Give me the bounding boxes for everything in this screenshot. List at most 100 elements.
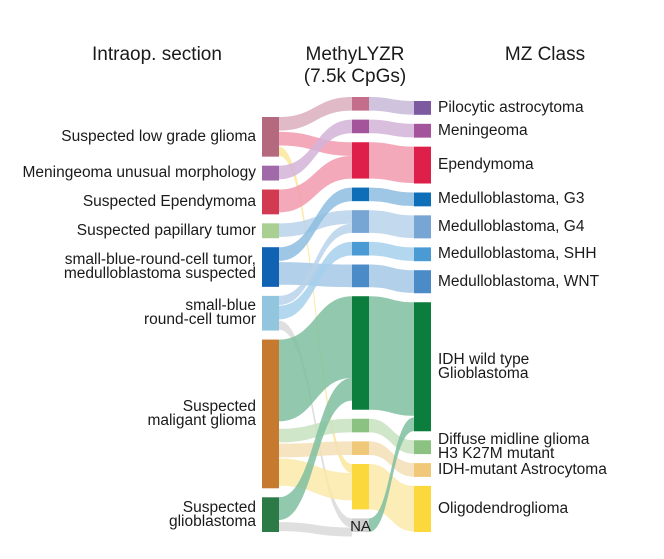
middle-node-dmg: [352, 418, 369, 433]
right-node-idhmut: [414, 463, 431, 477]
middle-node-label-na: NA: [350, 518, 371, 535]
right-node-label: Ependymoma: [438, 156, 534, 174]
label-line: Suspected low grade glioma: [61, 127, 256, 145]
label-line: Ependymoma: [438, 156, 534, 174]
flow-gbm-to-na: [279, 522, 352, 537]
right-node-shh: [414, 247, 431, 262]
middle-axis-title-line1: MethyLYZR: [305, 44, 405, 65]
right-node-dmg: [414, 440, 431, 455]
label-line: maligant glioma: [147, 411, 256, 429]
right-node-label: Meningeoma: [438, 121, 528, 139]
label-line: Medulloblastoma, SHH: [438, 245, 597, 263]
flow-odg-to-odg-class: [369, 463, 414, 532]
flow-lgg-to-odg: [279, 146, 352, 474]
label-line: Suspected: [182, 498, 256, 516]
flow-g4-to-g4-class: [369, 210, 414, 239]
label-line: Suspected: [182, 397, 256, 415]
flow-gbm-to-idhwt: [279, 377, 352, 520]
flow-na-to-idhwt-class: [369, 417, 414, 532]
left-node-pap: [262, 223, 279, 239]
flow-mal-to-idhwt: [279, 296, 352, 422]
middle-axis-title: MethyLYZR (7.5k CpGs): [280, 44, 430, 88]
middle-node-idhmut: [352, 441, 369, 455]
left-node-srb: [262, 295, 279, 331]
middle-node-ep: [352, 142, 369, 179]
left-node-label: Meningeoma unusual morphology: [22, 164, 256, 182]
label-line: IDH-mutant Astrocytoma: [438, 461, 607, 478]
left-node-lgg: [262, 117, 279, 157]
label-line: Medulloblastoma, G4: [438, 217, 585, 235]
label-line: IDH wild type: [438, 350, 530, 368]
flow-epe-to-ep: [279, 155, 352, 213]
left-node-srb_mb: [262, 247, 279, 287]
right-node-g3: [414, 192, 431, 207]
middle-node-odg: [352, 463, 369, 510]
label-line: Suspected papillary tumor: [76, 221, 256, 239]
flow-idhwt-to-idhwt-class: [369, 296, 414, 416]
left-node-label: Suspected Ependymoma: [82, 192, 256, 210]
flow-srb-to-shh: [279, 241, 352, 320]
label-line: glioblastoma: [168, 512, 256, 530]
label-line: Medulloblastoma, WNT: [438, 272, 600, 290]
right-node-label: Pilocytic astrocytoma: [438, 98, 584, 116]
middle-node-wnt: [352, 264, 369, 288]
label-line: Meningeoma: [438, 121, 528, 139]
right-node-ep: [414, 146, 431, 184]
left-node-mal: [262, 339, 279, 489]
flow-men-to-me: [279, 119, 352, 180]
left-node-label: small-blue-round-cell tumor,medulloblast…: [63, 251, 256, 283]
middle-node-g3: [352, 187, 369, 202]
label-line: Oligodendroglioma: [438, 499, 569, 517]
left-node-label: Suspected papillary tumor: [76, 221, 256, 239]
middle-node-shh: [352, 241, 369, 256]
label-line: Diffuse midline glioma: [438, 431, 590, 449]
middle-node-g4: [352, 210, 369, 233]
flow-lgg-to-pa: [279, 97, 352, 131]
right-node-g4: [414, 215, 431, 239]
right-node-wnt: [414, 270, 431, 294]
flow-pa-to-pa-class: [369, 97, 414, 115]
label-line: H3 K27M mutant: [438, 445, 555, 463]
middle-node-pa: [352, 97, 369, 111]
middle-axis-title-line2: (7.5k CpGs): [303, 66, 407, 87]
right-node-label: Medulloblastoma, G4: [438, 217, 585, 235]
flow-g3-to-g3-class: [369, 187, 414, 207]
flow-dmg-to-dmg-class: [369, 418, 414, 454]
left-node-men: [262, 165, 279, 181]
left-node-gbm: [262, 497, 279, 532]
label-line: medulloblastoma suspected: [63, 265, 256, 283]
left-axis-title: Intraop. section: [92, 44, 222, 65]
left-node-label: Suspected low grade glioma: [61, 127, 256, 145]
flows: [279, 97, 414, 537]
right-node-odg: [414, 485, 431, 532]
flow-ep-to-ep-class: [369, 142, 414, 183]
label-line: Meningeoma unusual morphology: [22, 164, 256, 182]
right-node-me: [414, 123, 431, 138]
middle-node-na: [352, 518, 369, 532]
flow-idhmut-to-idhmut-class: [369, 441, 414, 477]
flow-srb-to-g4: [279, 223, 352, 305]
middle-node-idhwt: [352, 296, 369, 410]
right-node-label: Medulloblastoma, WNT: [438, 272, 600, 290]
label-line: small-blue-round-cell tumor,: [64, 251, 256, 269]
label-line: Glioblastoma: [438, 364, 529, 382]
right-axis-title: MZ Class: [504, 44, 586, 65]
right-node-label: IDH-mutant Astrocytoma: [438, 461, 607, 478]
right-node-label: Oligodendroglioma: [438, 499, 569, 517]
right-node-pa: [414, 101, 431, 115]
nodes: NA: [262, 97, 431, 535]
label-line: round-cell tumor: [144, 311, 256, 329]
flow-wnt-to-wnt-class: [369, 264, 414, 293]
left-node-epe: [262, 189, 279, 215]
label-line: Suspected Ependymoma: [82, 192, 256, 210]
right-node-idhwt: [414, 302, 431, 432]
flow-srb_mb-to-g3: [279, 187, 352, 261]
flow-mal-to-odg: [279, 458, 352, 501]
flow-shh-to-shh-class: [369, 241, 414, 261]
right-node-label: Medulloblastoma, G3: [438, 191, 584, 207]
label-line: Pilocytic astrocytoma: [438, 98, 584, 116]
